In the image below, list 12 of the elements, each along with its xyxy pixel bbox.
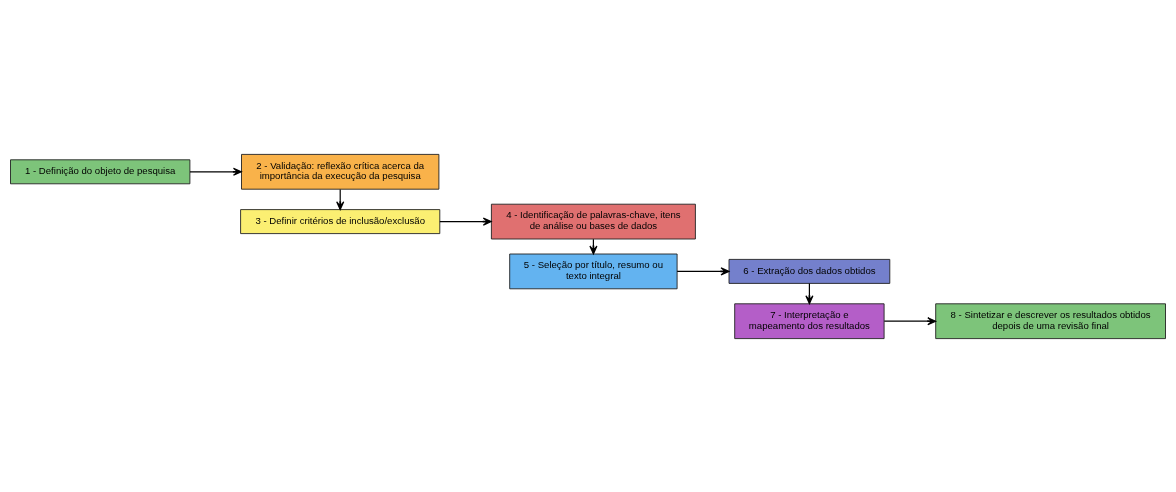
node-box: 4 - Identificação de palavras-chave, itens de análise ou bases de dados [490,203,696,239]
arrow [189,167,242,176]
node-box: 2 - Validação: reflexão crítica acerca da importância da execução da pesquisa [241,153,440,190]
node-box: 3 - Definir critérios de inclusão/exclusão [240,208,441,234]
arrow [676,266,730,275]
node-box: 5 - Seleção por título, resumo ou texto integral [509,253,678,289]
node-box: 1 - Definição do objeto de pesquisa [10,158,191,184]
arrow [883,316,937,325]
arrow [439,217,492,226]
node-box: 8 - Sintetizar e descrever os resultados obtidos depois de uma revisão final [935,302,1166,339]
node-box: 7 - Interpretação e mapeamento dos resultados [734,302,885,339]
node-box: 6 - Extração dos dados obtidos [728,258,891,284]
